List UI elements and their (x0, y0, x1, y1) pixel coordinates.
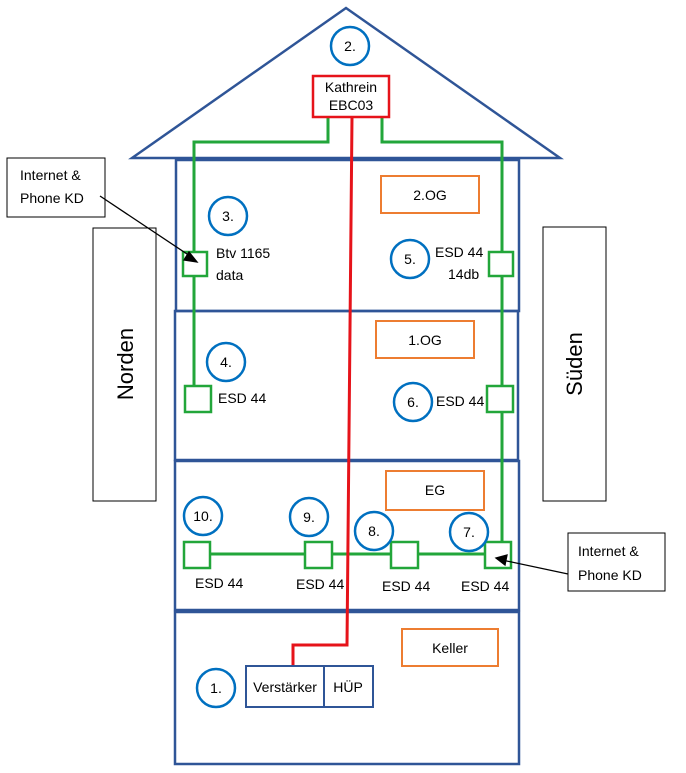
side-box-sueden (542, 226, 607, 502)
marker-4: 4. (220, 354, 232, 370)
outlet-5-model: ESD 44 (435, 244, 483, 260)
marker-circle-2 (329, 25, 371, 67)
callout-left-line1: Internet & (20, 167, 81, 183)
kathrein-label: Kathrein (325, 79, 377, 95)
outlet-5-note: 14db (448, 266, 479, 282)
outlet-4-model: ESD 44 (218, 390, 266, 406)
outlet-7-model: ESD 44 (461, 578, 509, 594)
marker-5: 5. (404, 251, 416, 267)
kathrein-device-box (311, 74, 391, 119)
floor-label-box-1og (375, 320, 475, 359)
outlet-8-model: ESD 44 (382, 578, 430, 594)
hup-box (323, 665, 374, 708)
callout-arrows (99, 195, 569, 575)
marker-6: 6. (407, 394, 419, 410)
outlet-6-model: ESD 44 (436, 393, 484, 409)
floor-label-1og: 1.OG (408, 332, 441, 348)
amplifier-box (245, 665, 325, 708)
green-cabling (192, 117, 504, 556)
side-label-norden: Norden (113, 328, 138, 400)
arrowhead-right (494, 554, 508, 567)
marker-9: 9. (303, 509, 315, 525)
marker-2: 2. (344, 38, 356, 54)
marker-circle-4 (205, 341, 247, 383)
floor-label-box-keller (401, 628, 499, 667)
outlet-5 (487, 250, 515, 278)
callout-box-left (6, 157, 106, 218)
floor-label-box-2og (380, 175, 480, 214)
marker-10: 10. (193, 508, 212, 524)
amplifier-label: Verstärker (253, 679, 317, 695)
outlet-10-model: ESD 44 (195, 575, 243, 591)
outlet-8 (389, 540, 420, 570)
marker-circle-3 (207, 195, 249, 237)
marker-3: 3. (222, 208, 234, 224)
outlet-3-model: Btv 1165 (216, 245, 270, 261)
outlet-6 (485, 384, 515, 414)
callout-left-line2: Phone KD (20, 190, 84, 206)
marker-circle-8 (353, 510, 395, 552)
marker-circle-7 (448, 511, 490, 553)
side-box-norden (92, 227, 157, 502)
marker-circle-1 (195, 667, 237, 709)
floor-label-2og: 2.OG (413, 187, 446, 203)
marker-7: 7. (463, 524, 475, 540)
red-cable (291, 116, 354, 665)
outlet-3-note: data (216, 267, 243, 283)
hup-label: HÜP (333, 678, 363, 695)
marker-circle-6 (392, 381, 434, 423)
marker-circle-10 (182, 495, 224, 537)
outlet-10 (182, 540, 212, 570)
side-label-sueden: Süden (562, 332, 587, 396)
floor-label-box-eg (385, 470, 485, 511)
marker-8: 8. (368, 523, 380, 539)
callout-right-line2: Phone KD (578, 567, 642, 583)
marker-1: 1. (210, 680, 222, 696)
outlet-9 (303, 540, 334, 570)
callout-box-right (567, 532, 666, 592)
outlet-9-model: ESD 44 (296, 576, 344, 592)
floor-label-eg: EG (425, 482, 445, 498)
marker-circle-9 (288, 496, 330, 538)
arrowhead-left (182, 250, 199, 263)
callout-right-line1: Internet & (578, 543, 639, 559)
marker-circle-5 (389, 238, 431, 280)
markers (182, 25, 490, 709)
outlet-4 (183, 384, 213, 414)
floor-label-keller: Keller (432, 640, 468, 656)
kathrein-model: EBC03 (329, 97, 374, 113)
